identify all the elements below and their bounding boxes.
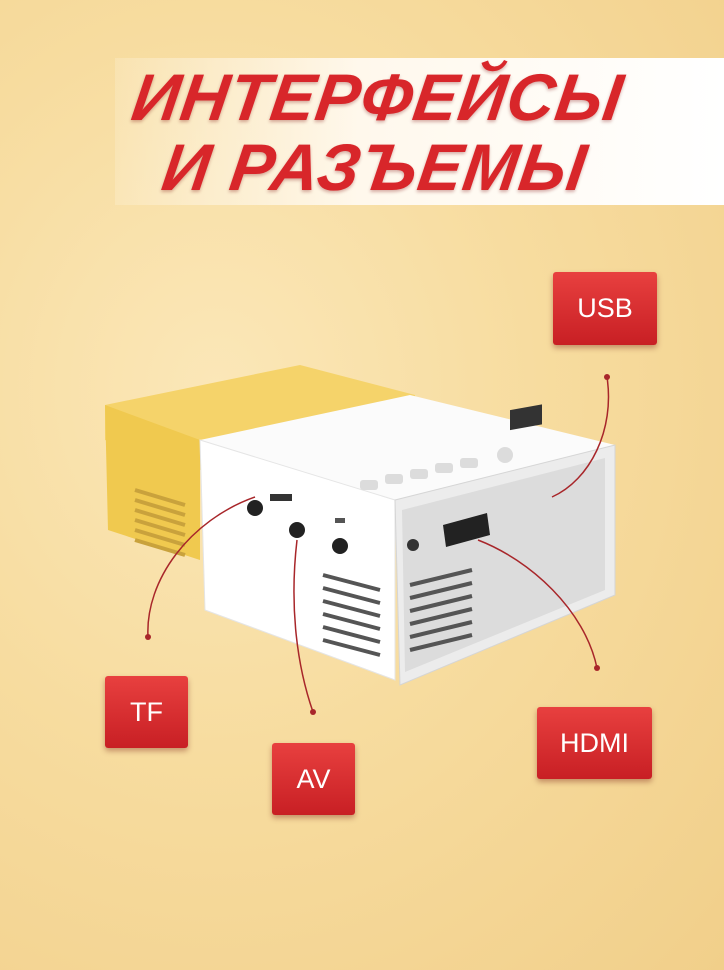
hdmi-label: HDMI <box>537 707 652 779</box>
tf-port-icon <box>247 500 263 516</box>
front-vent-icon <box>409 568 473 652</box>
callout-dots <box>145 374 610 715</box>
usb-label: USB <box>553 272 657 345</box>
av-label: AV <box>272 743 355 815</box>
callout-lines <box>147 376 610 713</box>
hdmi-port-icon <box>443 513 490 547</box>
control-buttons <box>360 447 513 490</box>
sd-slot-icon <box>270 494 292 501</box>
tf-label: TF <box>105 676 188 748</box>
title-band <box>115 58 724 205</box>
av-port-icon <box>289 522 305 538</box>
side-vent-icon <box>322 573 381 657</box>
power-port-icon <box>332 538 348 554</box>
projector-front-panel <box>402 458 605 672</box>
usb-port-icon <box>510 404 542 431</box>
micro-usb-icon <box>335 518 345 523</box>
dc-port-icon <box>407 539 419 551</box>
